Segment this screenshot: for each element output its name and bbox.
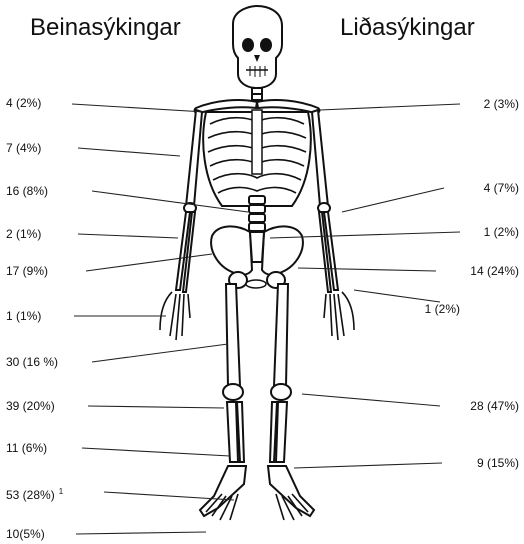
joint-infections-heading: Liðasýkingar: [340, 14, 475, 42]
bone-infection-label: 16 (8%): [6, 184, 48, 198]
joint-infection-label: 1 (2%): [425, 302, 460, 316]
joint-infection-label: 14 (24%): [470, 264, 519, 278]
leader-joint-hip: [298, 268, 436, 271]
leader-joint-shoulder: [320, 104, 460, 110]
footnote-marker: 1: [59, 487, 63, 496]
rib-cage: [203, 110, 311, 206]
right-arm: [312, 110, 354, 340]
leader-joint-elbow: [342, 188, 444, 212]
leader-bone-patella: [88, 406, 224, 408]
lumbar-spine: [249, 196, 265, 231]
leader-bone-pelvis: [86, 254, 212, 271]
bone-infection-label: 53 (28%): [6, 488, 55, 502]
leader-joint-ankle: [294, 463, 442, 468]
leader-bone-tibia: [82, 448, 230, 456]
leader-bone-clavicle: [72, 104, 205, 112]
bone-infection-label: 11 (6%): [6, 441, 47, 455]
leader-joint-wrist: [354, 290, 440, 302]
bone-infection-label: 39 (20%): [6, 399, 55, 413]
leader-bone-femur: [92, 344, 228, 362]
pelvis: [211, 226, 303, 288]
joint-infection-label: 28 (47%): [470, 399, 519, 413]
left-leg: [200, 284, 246, 520]
bone-infections-heading: Beinasýkingar: [30, 14, 181, 42]
joint-infection-label: 9 (15%): [477, 456, 519, 470]
bone-infection-label: 1 (1%): [6, 309, 41, 323]
left-arm: [160, 110, 202, 340]
bone-infection-label: 10(5%): [6, 527, 45, 541]
joint-infection-label: 1 (2%): [484, 225, 519, 239]
leader-bone-humerus: [78, 148, 180, 156]
leader-bone-forearm: [78, 234, 178, 238]
joint-infection-label: 2 (3%): [484, 97, 519, 111]
cervical-spine: [252, 88, 262, 100]
leader-bone-foot: [76, 532, 206, 534]
bone-infection-label: 4 (2%): [6, 96, 41, 110]
skull: [233, 6, 282, 88]
joint-infection-label: 4 (7%): [484, 181, 519, 195]
bone-infection-label: 2 (1%): [6, 227, 41, 241]
bone-infection-label-with-footnote: 53 (28%) 1: [6, 485, 63, 502]
leader-joint-knee: [302, 394, 440, 406]
right-leg: [268, 284, 314, 520]
bone-infection-label: 17 (9%): [6, 264, 48, 278]
bone-infection-label: 7 (4%): [6, 141, 41, 155]
bone-infection-label: 30 (16 %): [6, 355, 58, 369]
